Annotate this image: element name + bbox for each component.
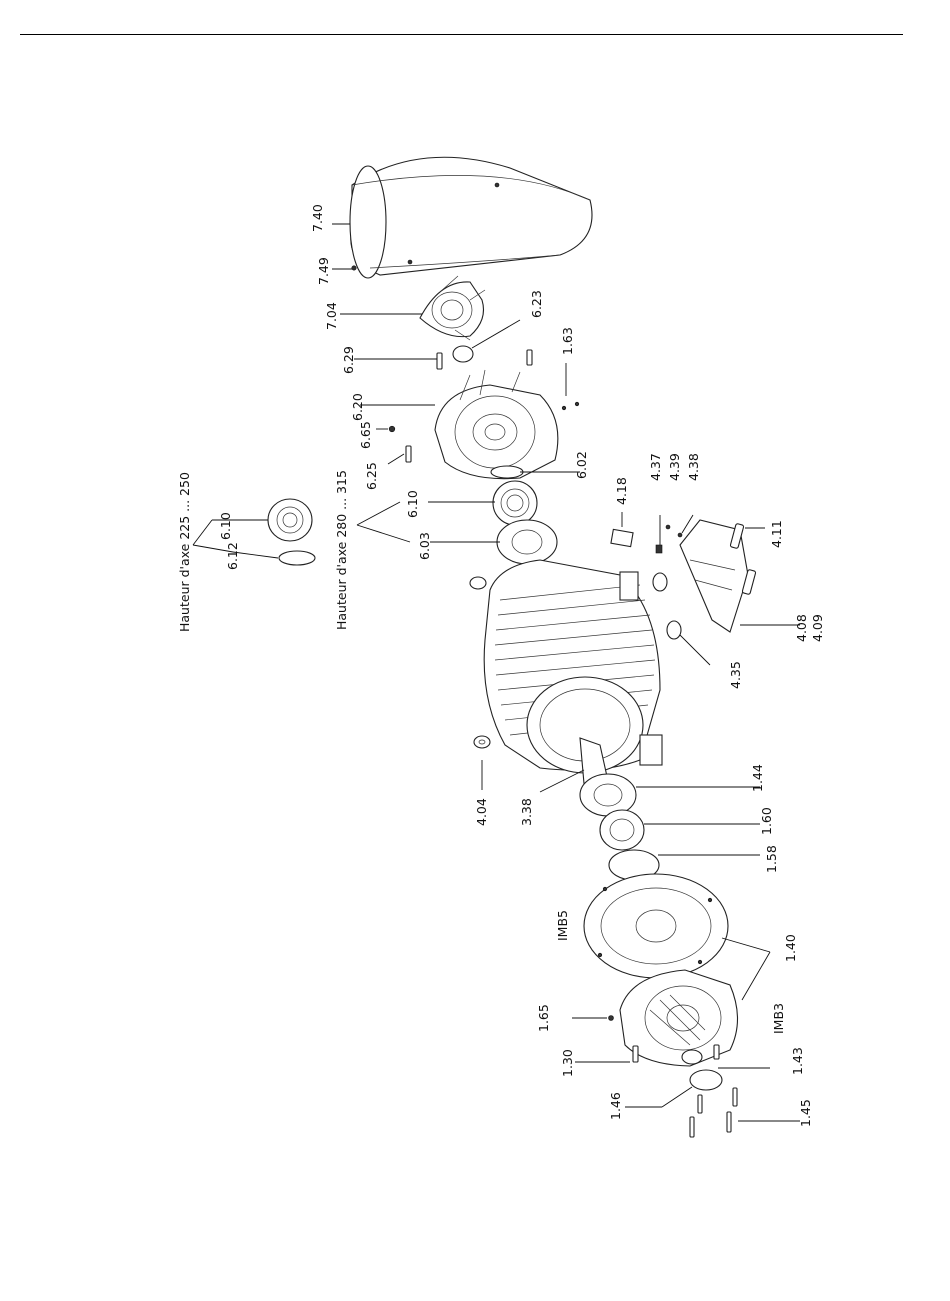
label-4-35: 4.35 — [728, 661, 743, 689]
label-6-25: 6.25 — [364, 462, 379, 490]
front-bearing — [600, 810, 644, 850]
washer-4-35b — [667, 621, 681, 639]
label-6-03: 6.03 — [417, 532, 432, 560]
label-6-02: 6.02 — [574, 451, 589, 479]
label-1-45: 1.45 — [798, 1099, 813, 1127]
circlip-6-12 — [279, 551, 315, 565]
bolt-1-30 — [633, 1046, 638, 1062]
flange-end-shield — [584, 874, 728, 978]
label-4-11: 4.11 — [769, 520, 784, 548]
bearing-cap — [497, 520, 557, 564]
label-imb5: IMB5 — [555, 910, 570, 941]
ring-6-23 — [453, 346, 473, 362]
fan-cowl — [350, 157, 592, 278]
label-6-10-small: 6.10 — [218, 512, 233, 540]
lifting-eye — [474, 736, 490, 748]
label-6-20: 6.20 — [350, 393, 365, 421]
label-axis-height-small: Hauteur d'axe 225 ... 250 — [177, 472, 192, 632]
label-1-30: 1.30 — [560, 1049, 575, 1077]
washer-4-35a — [653, 573, 667, 591]
ring-6-02 — [491, 466, 523, 478]
label-7-40: 7.40 — [310, 204, 325, 232]
label-1-65: 1.65 — [536, 1004, 551, 1032]
label-imb3: IMB3 — [771, 1003, 786, 1034]
plug-1-65 — [609, 1016, 614, 1021]
label-4-09: 4.09 — [810, 614, 825, 642]
label-6-65: 6.65 — [358, 421, 373, 449]
bearing-small — [268, 499, 312, 541]
pin-6-25 — [406, 446, 411, 462]
bolt-1-43 — [714, 1045, 719, 1059]
label-1-58: 1.58 — [764, 845, 779, 873]
label-7-49: 7.49 — [316, 257, 331, 285]
label-1-46: 1.46 — [608, 1092, 623, 1120]
stator-frame — [470, 560, 662, 798]
rear-end-shield — [435, 370, 579, 479]
part-4-37 — [656, 545, 662, 553]
label-6-29: 6.29 — [341, 346, 356, 374]
label-1-44: 1.44 — [750, 764, 765, 792]
label-7-04: 7.04 — [324, 302, 339, 330]
label-4-38: 4.38 — [686, 453, 701, 481]
label-1-60: 1.60 — [759, 807, 774, 835]
bearing-large — [493, 481, 537, 525]
label-4-04: 4.04 — [474, 798, 489, 826]
label-1-40: 1.40 — [783, 934, 798, 962]
label-4-39: 4.39 — [667, 453, 682, 481]
label-1-63: 1.63 — [560, 327, 575, 355]
plug-6-65 — [389, 426, 395, 432]
front-bearing-cap — [580, 774, 636, 816]
ring-1-43 — [682, 1050, 702, 1064]
label-3-38: 3.38 — [519, 798, 534, 826]
bolts-1-45 — [690, 1088, 737, 1137]
ring-1-46 — [690, 1070, 722, 1090]
label-6-10-large: 6.10 — [405, 490, 420, 518]
label-1-43: 1.43 — [790, 1047, 805, 1075]
label-4-37: 4.37 — [648, 453, 663, 481]
part-4-38 — [678, 533, 682, 537]
label-6-23: 6.23 — [529, 290, 544, 318]
key-4-18 — [611, 529, 633, 546]
fan — [420, 276, 485, 340]
bolts-6-29 — [437, 350, 532, 369]
label-4-08: 4.08 — [794, 614, 809, 642]
label-axis-height-large: Hauteur d'axe 280 ... 315 — [334, 470, 349, 630]
label-6-12: 6.12 — [225, 542, 240, 570]
part-4-39 — [666, 525, 670, 529]
label-4-18: 4.18 — [614, 477, 629, 505]
